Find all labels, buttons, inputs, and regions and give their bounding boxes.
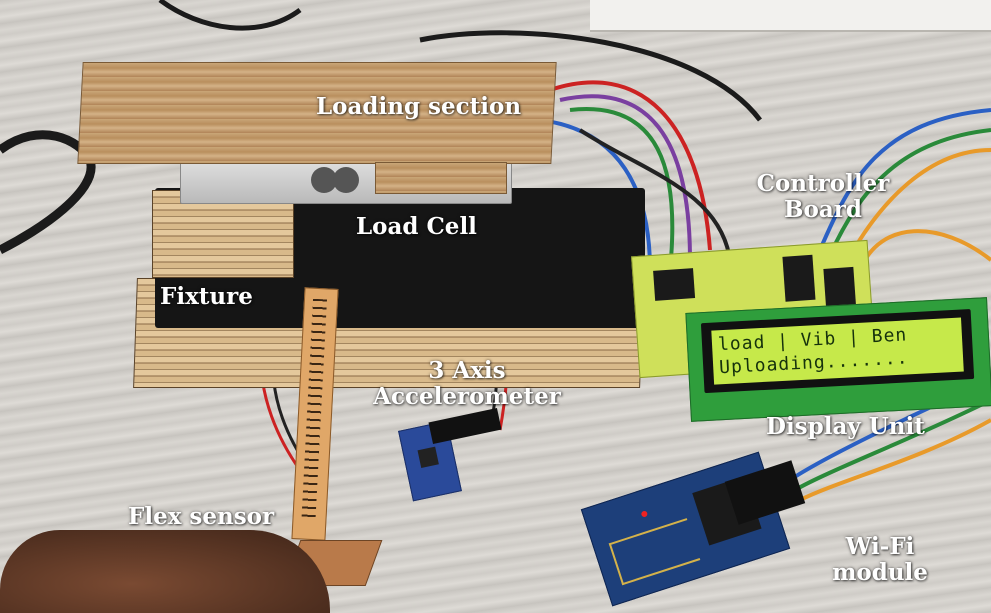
label-controller-line-2: Board bbox=[784, 196, 862, 223]
hand bbox=[0, 530, 330, 613]
label-fixture: Fixture bbox=[160, 283, 253, 310]
label-flex-sensor: Flex sensor bbox=[128, 503, 275, 530]
lcd-module: load | Vib | Ben Uploading....... bbox=[685, 297, 991, 422]
label-accelerometer-line-1: 3 Axis bbox=[428, 357, 506, 384]
loading-spacer bbox=[375, 162, 507, 194]
label-load-cell: Load Cell bbox=[356, 213, 477, 240]
label-accelerometer-line-2: Accelerometer bbox=[373, 383, 561, 410]
label-controller-board: Controller Board bbox=[748, 171, 898, 223]
label-loading-section: Loading section bbox=[316, 93, 522, 120]
fixture-block bbox=[152, 190, 294, 278]
label-controller-line-1: Controller bbox=[756, 170, 890, 197]
lcd-screen: load | Vib | Ben Uploading....... bbox=[711, 317, 964, 385]
label-accelerometer: 3 Axis Accelerometer bbox=[362, 358, 572, 410]
label-wifi-line-2: module bbox=[832, 559, 928, 586]
label-wifi-line-1: Wi-Fi bbox=[845, 533, 915, 560]
white-object bbox=[590, 0, 991, 32]
label-wifi-module: Wi-Fi module bbox=[820, 534, 940, 586]
label-display-unit: Display Unit bbox=[766, 413, 925, 440]
